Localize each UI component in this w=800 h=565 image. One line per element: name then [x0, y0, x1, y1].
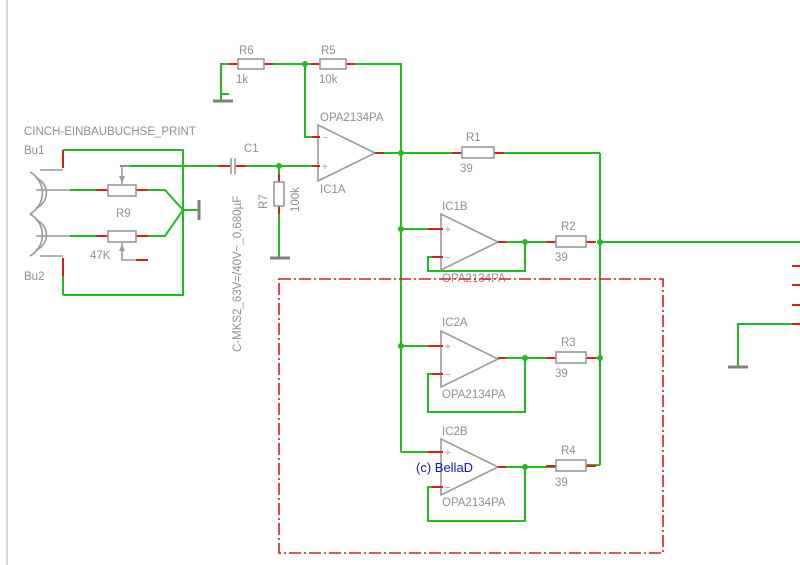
svg-text:+: +	[445, 225, 451, 236]
r5-name: R5	[321, 45, 336, 57]
copyright-text: (c) BellaD	[416, 460, 473, 475]
svg-text:+: +	[322, 162, 328, 173]
resistor-r7: R7 100k	[258, 174, 302, 214]
ic1a-name: IC1A	[320, 184, 346, 196]
cinch-connector: CINCH-EINBAUBUCHSE_PRINT Bu1 Bu2	[24, 126, 196, 283]
r9-value: 47K	[90, 250, 111, 262]
r1-value: 39	[460, 163, 473, 175]
r7-name: R7	[258, 194, 270, 209]
connector-bu1: Bu1	[24, 145, 44, 157]
opamp-ic2a: + − IC2A OPA2134PA	[428, 317, 506, 401]
c1-value: C-MKS2_63V=/40V~_0,680µF	[232, 196, 244, 352]
r2-value: 39	[555, 252, 568, 264]
ic1a-part: OPA2134PA	[320, 112, 384, 124]
resistor-r1: R1 39	[452, 132, 504, 175]
junctions	[276, 61, 603, 470]
ic2b-part: OPA2134PA	[442, 497, 506, 509]
resistor-r6: R6 1k	[229, 45, 273, 86]
ic1b-part: OPA2134PA	[442, 273, 506, 285]
group-frame	[278, 278, 664, 554]
connector-title: CINCH-EINBAUBUCHSE_PRINT	[24, 126, 196, 138]
ic2a-part: OPA2134PA	[442, 389, 506, 401]
r2-name: R2	[561, 221, 576, 233]
ic1b-name: IC1B	[442, 201, 468, 213]
opamp-ic2b: + − IC2B OPA2134PA	[428, 426, 506, 509]
svg-text:−: −	[445, 253, 451, 264]
svg-text:−: −	[322, 133, 328, 144]
ic2b-name: IC2B	[442, 426, 468, 438]
resistor-r4: R4 39	[546, 445, 596, 489]
resistor-r3: R3 39	[546, 337, 596, 380]
r6-value: 1k	[236, 74, 248, 86]
potentiometer-r9: R9 47K	[90, 165, 148, 262]
r5-value: 10k	[319, 74, 338, 86]
opamp-ic1a: − + OPA2134PA IC1A	[312, 112, 384, 196]
r4-name: R4	[561, 445, 576, 457]
ic2a-name: IC2A	[442, 317, 468, 329]
r3-name: R3	[561, 337, 576, 349]
c1-name: C1	[244, 143, 259, 155]
r9-name: R9	[116, 208, 131, 220]
r6-name: R6	[239, 45, 254, 57]
ground-symbol	[213, 94, 233, 103]
svg-text:+: +	[445, 342, 451, 353]
r7-value: 100k	[290, 187, 302, 212]
connector-bu2: Bu2	[24, 271, 44, 283]
svg-text:+: +	[445, 448, 451, 459]
output-connector-pins	[728, 265, 800, 369]
resistor-r2: R2 39	[546, 221, 596, 264]
svg-text:−: −	[445, 483, 451, 494]
r4-value: 39	[555, 477, 568, 489]
svg-text:−: −	[445, 370, 451, 381]
r1-name: R1	[466, 132, 481, 144]
resistor-r5: R5 10k	[311, 45, 355, 86]
r3-value: 39	[555, 368, 568, 380]
opamp-ic1b: + − IC1B OPA2134PA	[428, 201, 506, 285]
capacitor-c1: C1 C-MKS2_63V=/40V~_0,680µF	[218, 143, 259, 352]
